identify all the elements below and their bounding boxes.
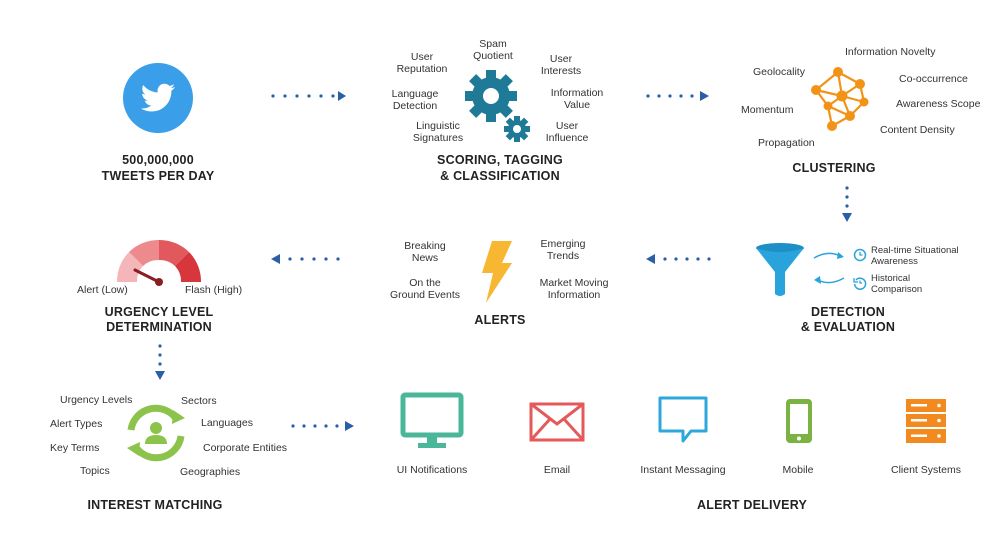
label-spam-quotient: Spam Quotient	[473, 38, 513, 62]
urgency-title-line2: DETERMINATION	[106, 320, 212, 334]
urgency-title-line1: URGENCY LEVEL	[104, 305, 214, 319]
monitor-icon	[400, 392, 464, 450]
lightning-bolt-icon	[480, 241, 514, 303]
label-awareness-scope: Awareness Scope	[896, 98, 981, 110]
label-urgency-levels: Urgency Levels	[60, 394, 133, 406]
label-co-occurrence: Co-occurrence	[899, 73, 968, 85]
alert-delivery-title: ALERT DELIVERY	[697, 498, 807, 512]
clock-icon	[853, 248, 867, 262]
arrow-left-2	[270, 253, 350, 265]
chat-bubble-icon	[657, 395, 709, 445]
gauge-icon	[113, 236, 205, 286]
label-realtime-awareness: Real-time Situational Awareness	[871, 245, 959, 267]
label-content-density: Content Density	[880, 124, 955, 136]
label-topics: Topics	[80, 465, 110, 477]
label-propagation: Propagation	[758, 137, 815, 149]
label-linguistic-signatures: Linguistic Signatures	[412, 120, 464, 144]
history-icon	[853, 276, 867, 290]
arrow-right-3	[290, 420, 360, 432]
label-user-reputation: User Reputation	[396, 51, 448, 75]
label-geolocality: Geolocality	[753, 66, 805, 78]
detection-title-line1: DETECTION	[810, 305, 886, 319]
channel-email: Email	[543, 464, 571, 476]
tweets-title-line2: TWEETS PER DAY	[101, 169, 215, 183]
interest-title: INTEREST MATCHING	[87, 498, 223, 512]
label-flash-high: Flash (High)	[185, 284, 243, 296]
label-alert-low: Alert (Low)	[77, 284, 128, 296]
detection-title-line2: & EVALUATION	[800, 320, 896, 334]
tweets-title-line1: 500,000,000	[122, 153, 194, 167]
alerts-title: ALERTS	[474, 313, 526, 327]
user-cycle-icon	[121, 404, 191, 462]
label-market-moving: Market Moving Information	[539, 277, 609, 301]
label-user-influence: User Influence	[545, 120, 589, 144]
label-user-interests: User Interests	[540, 53, 582, 77]
arrow-right-2	[645, 90, 715, 102]
label-language-detection: Language Detection	[391, 88, 439, 112]
label-historical-comparison: Historical Comparison	[871, 273, 923, 295]
label-geographies: Geographies	[180, 466, 241, 478]
arrow-right-1	[270, 90, 350, 102]
label-on-the-ground: On the Ground Events	[389, 277, 461, 301]
channel-client-systems: Client Systems	[890, 464, 962, 476]
label-sectors: Sectors	[181, 395, 217, 407]
label-information-value: Information Value	[550, 87, 604, 111]
arrow-from-historical	[812, 274, 846, 288]
label-breaking-news: Breaking News	[404, 240, 446, 264]
label-languages: Languages	[201, 417, 253, 429]
mobile-phone-icon	[785, 398, 813, 444]
gears-icon	[458, 66, 538, 146]
twitter-bird-icon	[123, 63, 193, 133]
clustering-title: CLUSTERING	[792, 161, 876, 175]
funnel-icon	[755, 242, 805, 298]
arrow-down-1	[841, 185, 853, 225]
server-stack-icon	[905, 398, 947, 444]
label-information-novelty: Information Novelty	[845, 46, 936, 58]
envelope-icon	[529, 402, 585, 442]
label-emerging-trends: Emerging Trends	[540, 238, 586, 262]
network-graph-icon	[808, 66, 874, 132]
label-key-terms: Key Terms	[50, 442, 100, 454]
channel-instant-messaging: Instant Messaging	[640, 464, 726, 476]
channel-ui-notifications: UI Notifications	[396, 464, 468, 476]
label-corporate-entities: Corporate Entities	[203, 442, 288, 454]
scoring-title-line1: SCORING, TAGGING	[437, 153, 563, 167]
label-momentum: Momentum	[741, 104, 794, 116]
channel-mobile: Mobile	[782, 464, 814, 476]
arrow-left-1	[645, 253, 715, 265]
scoring-title-line2: & CLASSIFICATION	[440, 169, 560, 183]
label-alert-types: Alert Types	[50, 418, 103, 430]
arrow-down-2	[154, 343, 166, 383]
arrow-to-realtime	[812, 248, 846, 262]
